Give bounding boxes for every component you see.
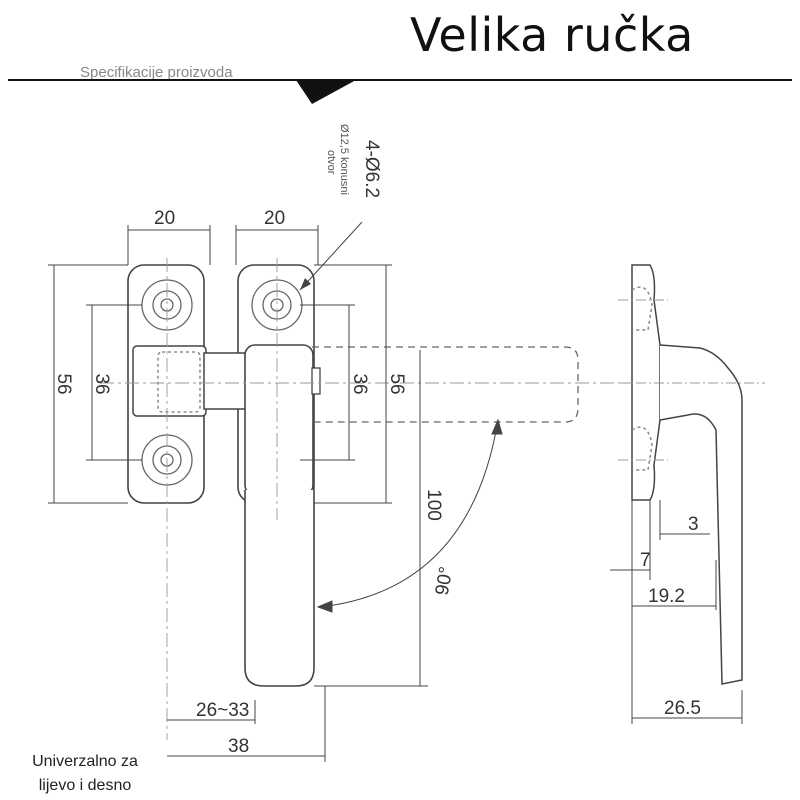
side-handle	[659, 344, 743, 685]
dim-rotation: 90°	[432, 565, 458, 597]
dim-total-width: 38	[228, 736, 249, 757]
dim-width-right: 20	[264, 208, 285, 229]
dim-range: 26~33	[196, 700, 249, 721]
footnote: Univerzalno za lijevo i desno	[6, 750, 164, 798]
hole-callout-label: 4-Ø6.2	[361, 140, 382, 198]
callout-leader	[299, 221, 363, 291]
handle-rotated-position	[312, 346, 579, 423]
side-view	[618, 264, 765, 685]
hole-callout-note-1: Ø12,5 konusni	[338, 124, 350, 195]
left-hinge-recess	[157, 351, 201, 413]
spec-subtitle: Specifikacije proizvoda	[80, 64, 233, 81]
dim-handle-length: 100	[423, 489, 444, 521]
left-hinge-block	[132, 345, 207, 417]
dim-height-left-inner: 36	[91, 373, 112, 394]
hole-callout-note-2: otvor	[325, 150, 337, 175]
handle-spindle	[311, 367, 321, 395]
dim-height-right-inner: 36	[349, 373, 370, 394]
front-view	[100, 258, 660, 740]
dim-side-3: 3	[688, 514, 699, 535]
dim-side-7: 7	[640, 550, 651, 571]
handle-lever	[244, 490, 315, 687]
side-dimension-lines	[610, 500, 743, 724]
footnote-line-1: Univerzalno za	[32, 753, 138, 770]
dim-width-left: 20	[154, 208, 175, 229]
handle-head	[244, 344, 314, 496]
dim-side-26: 26.5	[664, 698, 701, 719]
dim-height-right-outer: 56	[386, 373, 407, 394]
page-title: Velika ručka	[410, 8, 694, 62]
dimension-lines	[48, 225, 503, 762]
dim-height-left-outer: 56	[53, 373, 74, 394]
header-wedge	[296, 80, 356, 104]
footnote-line-2: lijevo i desno	[38, 777, 132, 794]
dim-side-19: 19.2	[648, 586, 685, 607]
